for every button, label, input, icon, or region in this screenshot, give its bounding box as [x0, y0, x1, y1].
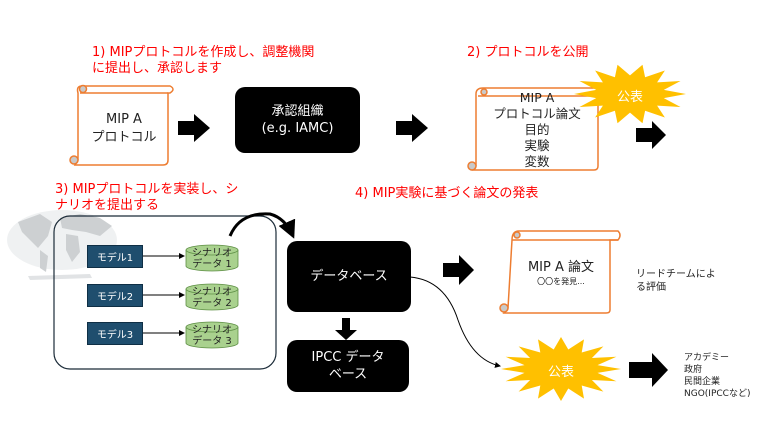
audience-item: 政府 — [684, 365, 703, 375]
paper-finding: 〇〇を発見... — [537, 277, 585, 286]
curved-arrow-to-database — [228, 212, 296, 239]
arrow-right-5 — [629, 353, 668, 387]
protocol-title: MIP A — [106, 112, 142, 127]
scenario-data-1: シナリオ データ 1 — [186, 248, 238, 270]
protocol-scroll — [69, 84, 174, 166]
arrow-right-4 — [443, 255, 474, 285]
publish-label-2: 公表 — [547, 365, 574, 380]
arrow-down-1 — [335, 318, 357, 340]
publish-burst-2 — [501, 337, 621, 401]
model-2-box: モデル2 — [87, 284, 143, 307]
curved-line-to-publish — [409, 276, 501, 368]
step4-text: 4) MIP実験に基づく論文の発表 — [355, 186, 539, 201]
audience-item: NGO(IPCCなど) — [684, 389, 751, 399]
arrow-right-2 — [396, 114, 428, 142]
scenario-data-2: シナリオ データ 2 — [186, 287, 238, 309]
publish-label-1: 公表 — [616, 90, 643, 105]
lead-team-line1: リードチームによ — [636, 269, 716, 280]
paper-item: 変数 — [524, 154, 550, 169]
publish-burst-1 — [574, 64, 686, 124]
arrow-right-1 — [178, 114, 210, 142]
model-arrows — [142, 253, 185, 336]
paper-item: プロトコル論文 — [493, 106, 581, 121]
protocol-paper-text: MIP A プロトコル論文 目的 実験 変数 — [478, 88, 596, 172]
scenario-label: シナリオ — [192, 248, 232, 259]
audience-list: アカデミー 政府 民間企業 NGO(IPCCなど) — [684, 352, 750, 400]
model-3-box: モデル3 — [87, 322, 143, 345]
step1-line2: に提出し、承認します — [92, 61, 223, 76]
protocol-paper-scroll — [467, 87, 599, 171]
protocol-scroll-text: MIP A プロトコル — [80, 100, 168, 158]
paper-item: MIP A — [519, 90, 555, 105]
ipcc-database-box: IPCC データ ベース — [287, 340, 409, 392]
scenario-number: データ 3 — [192, 336, 232, 347]
approval-body-label: 承認組織 — [271, 104, 324, 119]
block-arrows — [178, 114, 668, 387]
scenario-label: シナリオ — [192, 325, 232, 336]
ipcc-database-line2: ベース — [328, 367, 368, 382]
lead-team-text: リードチームによ る評価 — [636, 268, 716, 294]
approval-body-box: 承認組織 (e.g. IAMC) — [235, 87, 360, 153]
step2-text: 2) プロトコルを公開 — [467, 45, 589, 60]
audience-item: アカデミー — [684, 353, 730, 363]
arrow-right-3 — [636, 121, 666, 149]
paper-title: MIP A 論文 — [527, 260, 595, 275]
ipcc-database-line1: IPCC データ — [311, 350, 385, 365]
lead-team-line2: る評価 — [636, 282, 666, 293]
approval-body-example: (e.g. IAMC) — [261, 121, 334, 136]
scenario-number: データ 1 — [192, 259, 232, 270]
scenario-cylinders — [185, 244, 239, 349]
model-group-box — [53, 215, 277, 370]
paper-scroll-text: MIP A 論文 〇〇を発見... — [512, 248, 610, 298]
step3-line2: ナリオを提出する — [55, 198, 160, 213]
paper-item: 実験 — [524, 138, 550, 153]
scenario-number: データ 2 — [192, 298, 232, 309]
step3-line1: 3) MIPプロトコルを実装し、シ — [55, 182, 239, 197]
model-1-box: モデル1 — [87, 245, 143, 268]
scenario-label: シナリオ — [192, 287, 232, 298]
step1-line1: 1) MIPプロトコルを作成し、調整機関 — [92, 45, 315, 60]
step3-text: 3) MIPプロトコルを実装し、シ ナリオを提出する — [55, 182, 238, 214]
database-box: データベース — [287, 241, 411, 312]
scenario-data-3: シナリオ データ 3 — [186, 325, 238, 347]
paper-scroll — [499, 230, 621, 314]
audience-item: 民間企業 — [684, 377, 721, 387]
protocol-subtitle: プロトコル — [91, 130, 157, 145]
step1-text: 1) MIPプロトコルを作成し、調整機関 に提出し、承認します — [92, 45, 314, 77]
paper-item: 目的 — [524, 122, 550, 137]
